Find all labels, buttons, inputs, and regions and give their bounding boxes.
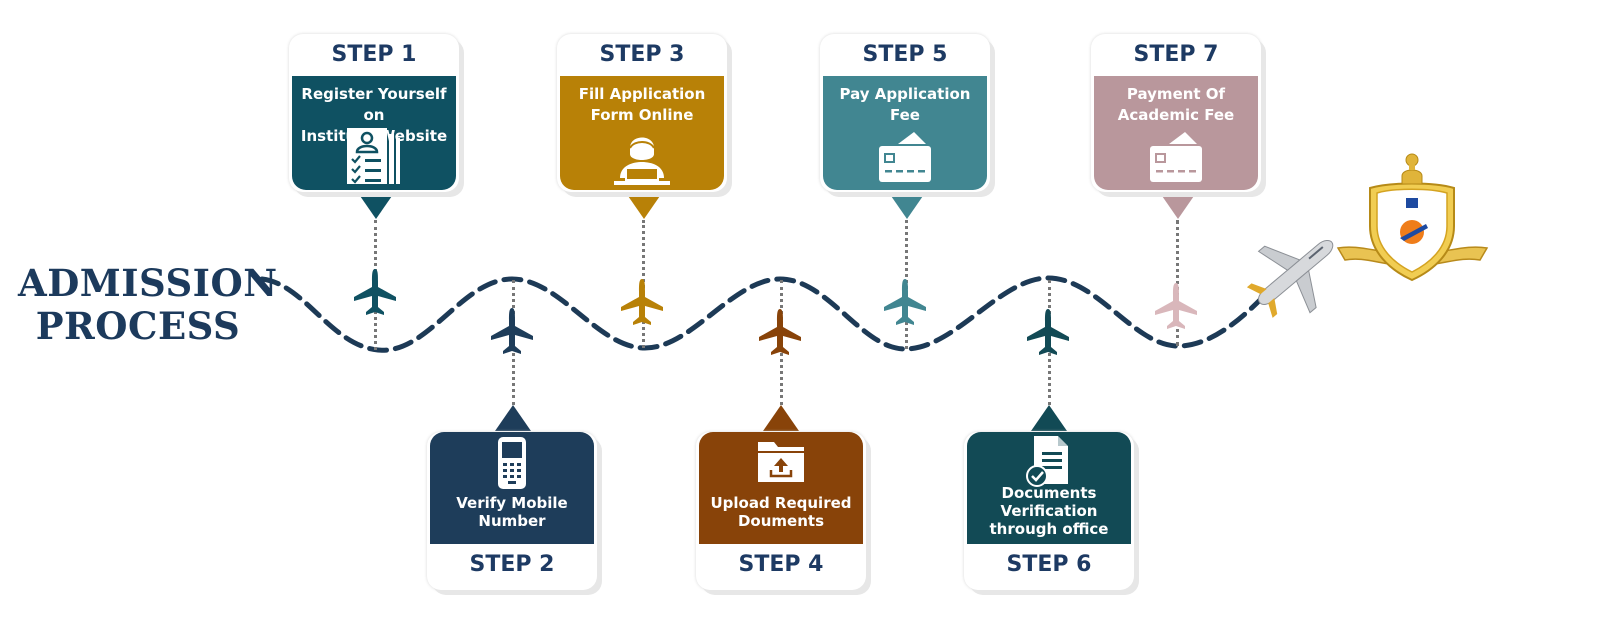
pointer-step-7: [1160, 193, 1196, 219]
person-at-laptop-icon: [614, 137, 670, 185]
step-label: STEP 7: [1133, 42, 1219, 67]
step-label: STEP 2: [469, 552, 555, 577]
verified-document-icon: [1026, 436, 1068, 487]
page-title: ADMISSION PROCESS: [18, 261, 278, 348]
pointer-step-6: [1031, 405, 1067, 431]
airplane-icon: [491, 308, 533, 354]
title-line-2: PROCESS: [35, 304, 241, 348]
airplane-icon: [1027, 309, 1069, 355]
step-label: STEP 5: [862, 42, 948, 67]
payment-card-icon: [879, 132, 931, 182]
upload-folder-icon: [758, 442, 804, 482]
institute-crest-logo: [1336, 153, 1489, 282]
step-label: STEP 4: [738, 552, 824, 577]
connector-step-7: [1176, 220, 1179, 346]
step-label: STEP 6: [1006, 552, 1092, 577]
airplane-icon: [354, 269, 396, 315]
airplane-icon: [884, 279, 926, 325]
pointer-step-1: [358, 193, 394, 219]
airplane-icon: [1155, 283, 1197, 329]
airplane-icon: [621, 279, 663, 325]
airplane-icon: [759, 309, 801, 355]
step-label: STEP 1: [331, 42, 417, 67]
title-line-1: ADMISSION: [18, 261, 278, 305]
pointer-step-4: [763, 405, 799, 431]
pointer-step-2: [495, 405, 531, 431]
large-airplane-icon: [1246, 240, 1334, 318]
pointer-step-5: [889, 193, 925, 219]
registration-document-icon: [347, 128, 400, 184]
mobile-phone-icon: [498, 437, 526, 489]
step-label: STEP 3: [599, 42, 685, 67]
payment-card-icon: [1150, 132, 1202, 182]
pointer-step-3: [626, 193, 662, 219]
